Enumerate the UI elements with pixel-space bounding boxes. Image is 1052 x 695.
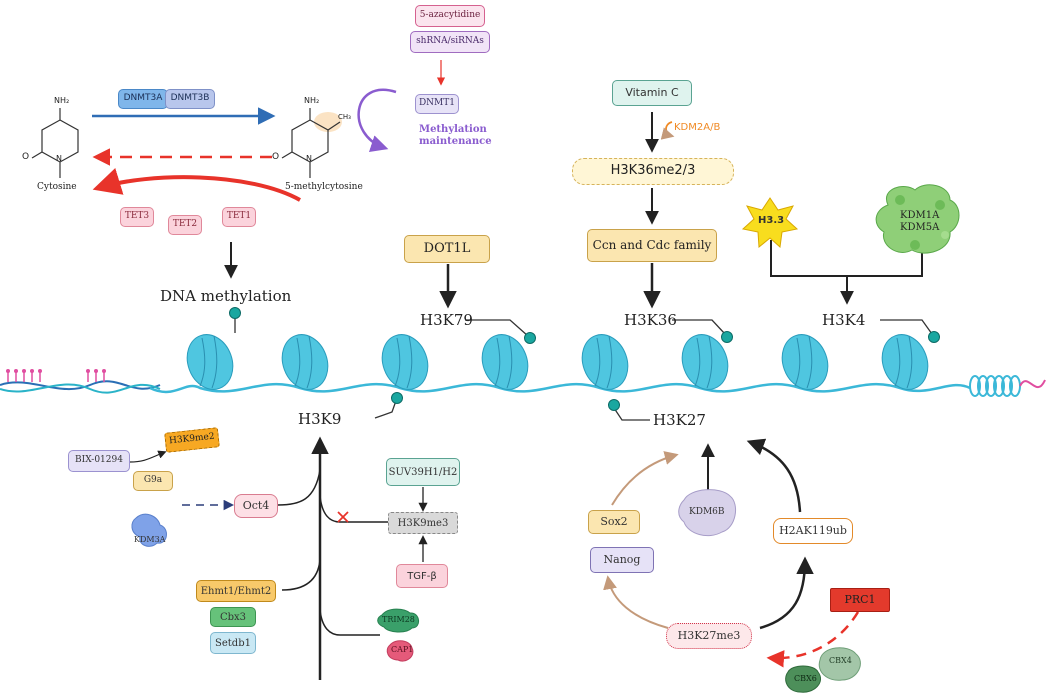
histone-tail-dots — [229, 307, 940, 411]
kdm1a-kdm5a-label: KDM1A KDM5A — [900, 210, 940, 233]
dna-methylation-label: DNA methylation — [160, 287, 292, 305]
h3k4-label: H3K4 — [822, 311, 866, 329]
sox2-to-h3k27-arrow — [611, 451, 679, 506]
shrna-box: shRNA/siRNAs — [410, 31, 490, 53]
cbx4-blob — [818, 647, 861, 681]
g9a-box: G9a — [133, 471, 173, 491]
mc-n-label: N — [306, 154, 312, 163]
nucleosome — [481, 334, 529, 390]
cytosine-nh2-label: NH₂ — [54, 96, 70, 105]
h2ak-to-h3k27-arrow — [746, 438, 802, 513]
h3k27me3-to-h2ak-arrow — [759, 556, 814, 630]
kdm3a-label: KDM3A — [134, 535, 166, 544]
x-mark — [337, 511, 349, 523]
kdm3a-blob — [131, 513, 167, 547]
tet3-box: TET3 — [120, 207, 154, 227]
kdm6b-blob — [678, 489, 737, 537]
cbx4-label: CBX4 — [829, 656, 852, 665]
dot1l-box: DOT1L — [404, 235, 490, 263]
kdm-protein-blob — [875, 184, 960, 254]
cytosine-n-label: N — [56, 154, 62, 163]
bix-box: BIX-01294 — [68, 450, 130, 472]
cytosine-o-label: O — [22, 152, 30, 162]
ehmt-box: Ehmt1/Ehmt2 — [196, 580, 276, 602]
h3k9me3-box: H3K9me3 — [388, 512, 458, 534]
vitamin-c-box: Vitamin C — [612, 80, 692, 106]
bix-arrow — [129, 450, 167, 463]
h3k79-label: H3K79 — [420, 311, 473, 329]
branch-oct4 — [277, 469, 321, 506]
dnmt1-box: DNMT1 — [415, 94, 459, 114]
h3k9-label: H3K9 — [298, 410, 342, 428]
cap1-label: CAP1 — [391, 645, 414, 654]
ccn-cdc-box: Ccn and Cdc family — [587, 229, 717, 262]
cytosine-structure — [31, 108, 79, 178]
maintenance-arrow — [357, 88, 397, 152]
dna-strand — [0, 369, 1046, 397]
dnmt3a-box: DNMT3A — [118, 89, 168, 109]
methylcytosine-structure — [281, 108, 342, 178]
tgf-box: TGF-β — [396, 564, 448, 588]
dnmt3b-box: DNMT3B — [165, 89, 215, 109]
setdb1-box: Setdb1 — [210, 632, 256, 654]
kdm-curl-icon — [660, 121, 675, 140]
h3k27me3-box: H3K27me3 — [666, 623, 752, 649]
azacytidine-box: 5-azacytidine — [415, 5, 485, 27]
nucleosome — [281, 334, 329, 390]
mc-nh2-label: NH₂ — [304, 96, 320, 105]
branch-ehmt — [281, 559, 321, 591]
tet2-box: TET2 — [168, 215, 202, 235]
mc-ch3-label: CH₃ — [338, 113, 351, 121]
nucleosome — [681, 334, 729, 390]
prc1-dashed-arrow — [766, 611, 860, 668]
cbx3-box: Cbx3 — [210, 607, 256, 627]
h3k36me-box: H3K36me2/3 — [572, 158, 734, 185]
cbx6-blob — [785, 665, 822, 693]
nucleosome — [781, 334, 829, 390]
nucleosomes — [186, 334, 929, 390]
h2ak119ub-box: H2AK119ub — [773, 518, 853, 544]
h3k27-label: H3K27 — [653, 411, 706, 429]
h3-3-star — [741, 197, 799, 249]
nanog-box: Nanog — [590, 547, 654, 573]
nucleosome — [581, 334, 629, 390]
kdm2ab-label: KDM2A/B — [674, 122, 721, 133]
suv39-box: SUV39H1/H2 — [386, 458, 460, 486]
methylcytosine-label: 5-methylcytosine — [285, 182, 363, 192]
methylation-maintenance-label: Methylation maintenance — [419, 124, 492, 147]
mc-o-label: O — [272, 152, 280, 162]
sox2-box: Sox2 — [588, 510, 640, 534]
kdm6b-label: KDM6B — [689, 507, 725, 517]
cap1-blob — [386, 640, 414, 662]
tet-arrow — [92, 168, 301, 202]
h3k27me3-to-nanog-arrow — [603, 575, 669, 629]
branch-h3k9me3 — [319, 495, 388, 523]
oct4-box: Oct4 — [234, 494, 278, 518]
tet1-box: TET1 — [222, 207, 256, 227]
cbx6-label: CBX6 — [794, 674, 817, 683]
trim28-blob — [377, 608, 419, 633]
nucleosome — [186, 334, 234, 390]
branch-trim28 — [319, 609, 380, 636]
trim28-label: TRIM28 — [382, 615, 415, 624]
prc1-box: PRC1 — [830, 588, 890, 612]
cytosine-label: Cytosine — [37, 182, 77, 192]
nucleosome — [381, 334, 429, 390]
h3k36-label: H3K36 — [624, 311, 677, 329]
nucleosome — [881, 334, 929, 390]
h3-3-label: H3.3 — [758, 215, 785, 226]
